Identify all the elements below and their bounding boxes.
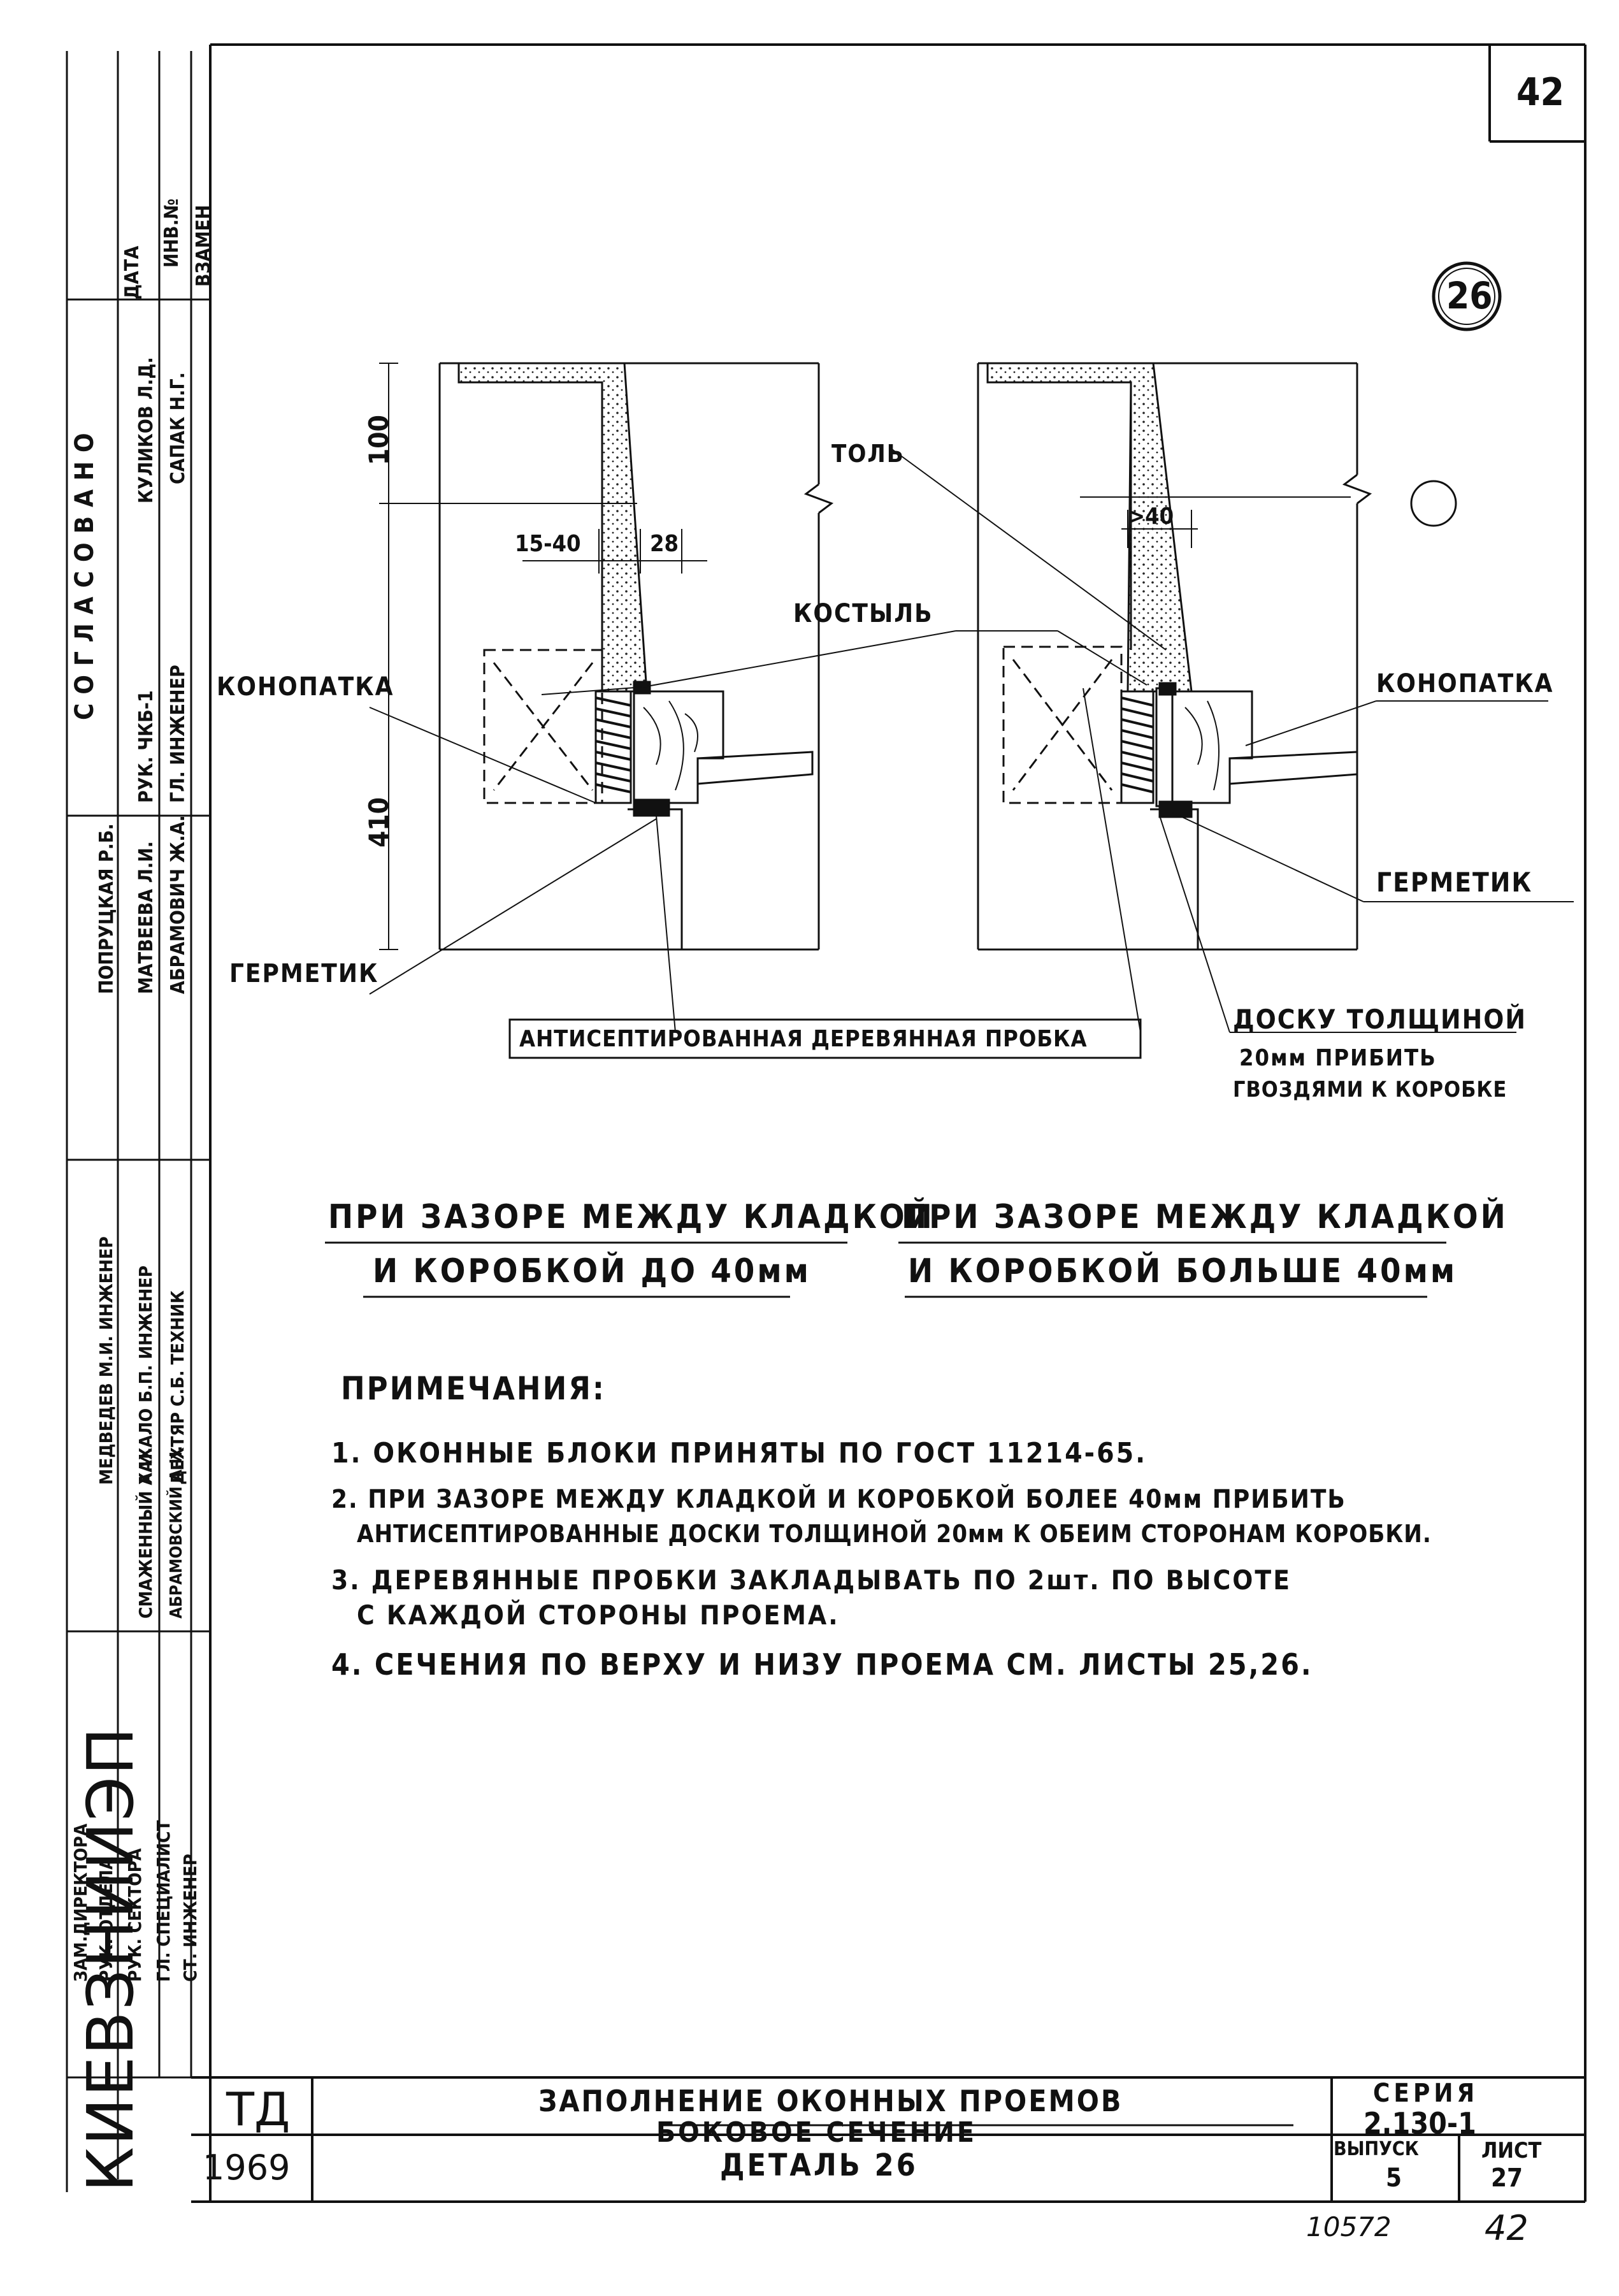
note-4: 4. СЕЧЕНИЯ ПО ВЕРХУ И НИЗУ ПРОЕМА СМ. ЛИ… xyxy=(331,1647,1313,1682)
callout-tol: ТОЛЬ xyxy=(831,440,905,468)
strip-ruk-ng: РУК. ЧКБ-1 xyxy=(135,690,157,803)
strip-abramovsky: АБРАМОВСКИЙ А.И. xyxy=(167,1445,186,1619)
strip-gl-inzh-top: ГЛ. ИНЖЕНЕР xyxy=(167,665,189,803)
probka-label-box xyxy=(508,1018,1142,1059)
note-3a: 3. ДЕРЕВЯННЫЕ ПРОБКИ ЗАКЛАДЫВАТЬ ПО 2шт.… xyxy=(331,1564,1292,1596)
vypusk-label: ВЫПУСК xyxy=(1334,2138,1419,2160)
strip-kulikov: КУЛИКОВ Л.Д. xyxy=(135,357,157,503)
strip-medvedev: МЕДВЕДЕВ М.И. ИНЖЕНЕР xyxy=(96,1236,117,1485)
list-value: 27 xyxy=(1491,2163,1523,2193)
dim-15-40: 15-40 xyxy=(515,531,581,557)
seriya-label: СЕРИЯ xyxy=(1373,2079,1479,2108)
seriya-value: 2.130-1 xyxy=(1364,2106,1476,2141)
callout-probka: АНТИСЕПТИРОВАННАЯ ДЕРЕВЯННАЯ ПРОБКА xyxy=(519,1026,1088,1052)
title-code: ТД xyxy=(226,2083,291,2136)
strip-gl-spec: ГЛ. СПЕЦИАЛИСТ xyxy=(153,1820,174,1982)
callout-doska-2: 20мм ПРИБИТЬ xyxy=(1239,1045,1437,1071)
dim-100: 100 xyxy=(363,415,394,465)
callout-kostyl: КОСТЫЛЬ xyxy=(793,599,933,628)
sheet-frame xyxy=(209,43,1587,2203)
strip-agreed: СОГЛАСОВАНО xyxy=(70,424,99,720)
approvals-strip-grid xyxy=(66,51,210,2192)
title-block-grid xyxy=(191,2076,1585,2203)
strip-st-inzh: СТ. ИНЖЕНЕР xyxy=(180,1854,201,1982)
note-1: 1. ОКОННЫЕ БЛОКИ ПРИНЯТЫ ПО ГОСТ 11214-6… xyxy=(331,1437,1148,1469)
strip-vzamen: ВЗАМЕН xyxy=(192,205,215,287)
strip-ruk-otdela: РУК. ОТДЕЛА xyxy=(96,1857,117,1982)
callout-konopatka-left: КОНОПАТКА xyxy=(217,672,394,702)
dim-410: 410 xyxy=(363,797,394,848)
note-2a: 2. ПРИ ЗАЗОРЕ МЕЖДУ КЛАДКОЙ И КОРОБКОЙ Б… xyxy=(331,1485,1346,1514)
footer-page: 42 xyxy=(1485,2208,1529,2248)
strip-ruk-sektora: РУК. СЕКТОРА xyxy=(124,1848,145,1982)
caption-right-line1: ПРИ ЗАЗОРЕ МЕЖДУ КЛАДКОЙ xyxy=(902,1198,1508,1236)
detail-mark: 26 xyxy=(1446,274,1493,317)
caption-left-line1: ПРИ ЗАЗОРЕ МЕЖДУ КЛАДКОЙ xyxy=(328,1198,935,1236)
caption-right-line2: И КОРОБКОЙ БОЛЬШЕ 40мм xyxy=(908,1252,1458,1290)
callout-germetik-right: ГЕРМЕТИК xyxy=(1376,867,1533,898)
caption-left-line2: И КОРОБКОЙ ДО 40мм xyxy=(373,1252,811,1290)
right-section-drawing xyxy=(656,362,1574,1033)
detail-mark-circle xyxy=(1432,261,1502,331)
strip-abramovich: АБРАМОВИЧ Ж.А. xyxy=(167,815,189,994)
left-section-drawing xyxy=(369,362,1058,995)
vypusk-value: 5 xyxy=(1386,2163,1402,2193)
strip-inv: ИНВ.№ xyxy=(161,198,183,268)
note-3b: С КАЖДОЙ СТОРОНЫ ПРОЕМА. xyxy=(357,1599,840,1631)
title-line-1: ЗАПОЛНЕНИЕ ОКОННЫХ ПРОЕМОВ xyxy=(538,2084,1123,2118)
strip-matveeva: МАТВЕЕВА Л.И. xyxy=(135,841,157,994)
strip-smazhenyi: СМАЖЕННЫЙ А.И. xyxy=(135,1447,156,1619)
note-2b: АНТИСЕПТИРОВАННЫЕ ДОСКИ ТОЛЩИНОЙ 20мм К … xyxy=(357,1520,1432,1548)
footer-inv: 10572 xyxy=(1306,2211,1392,2242)
title-detail: ДЕТАЛЬ 26 xyxy=(720,2148,918,2183)
sheet-corner-number: 42 xyxy=(1516,70,1565,115)
strip-zam-dir: ЗАМ.ДИРЕКТОРА xyxy=(70,1823,91,1982)
callout-germetik-left: ГЕРМЕТИК xyxy=(229,959,379,988)
list-label: ЛИСТ xyxy=(1481,2138,1542,2163)
callout-doska-3: ГВОЗДЯМИ К КОРОБКЕ xyxy=(1233,1077,1507,1102)
caption-underlines xyxy=(325,1241,1446,2126)
dim-28: 28 xyxy=(650,531,679,557)
strip-popruzhko: ПОПРУЦКАЯ Р.Б. xyxy=(96,823,118,994)
callout-konopatka-right: КОНОПАТКА xyxy=(1376,669,1554,698)
dim-gt40: >40 xyxy=(1128,503,1174,530)
callout-doska-1: ДОСКУ ТОЛЩИНОЙ xyxy=(1233,1004,1527,1035)
notes-title: ПРИМЕЧАНИЯ: xyxy=(341,1370,606,1407)
title-line-2: БОКОВОЕ СЕЧЕНИЕ xyxy=(656,2116,977,2149)
strip-sapak: САПАК Н.Г. xyxy=(167,372,189,484)
title-year: 1969 xyxy=(203,2148,291,2188)
strip-data: ДАТА xyxy=(121,245,143,300)
